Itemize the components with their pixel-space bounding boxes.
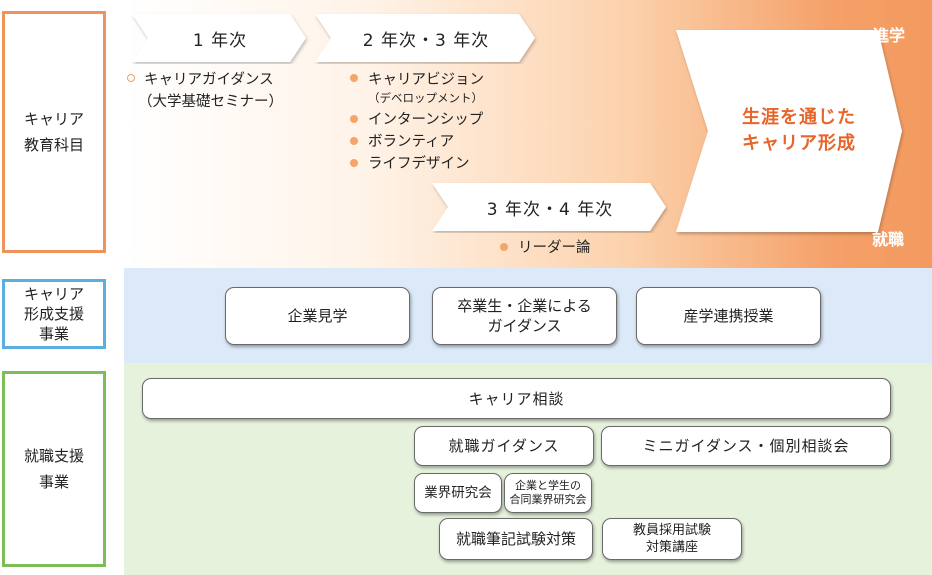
industry-academia-label: 産学連携授業 [683,307,774,325]
year23-label: 2 年次・3 年次 [362,30,490,51]
year23-item-0: キャリアビジョン [368,72,484,88]
industry-study-label: 業界研究会 [424,485,492,501]
year1-item-0: キャリアガイダンス [144,72,274,88]
chevron-year1: 1 年次 [130,12,310,64]
career-consult-label: キャリア相談 [468,389,565,408]
year1-item-1: （大学基礎セミナー） [138,94,283,110]
goal-chevron-shape [676,30,902,232]
year23-bullet-0 [350,74,358,82]
chevron-year23-shape [315,14,535,62]
year23-bullet-4 [350,159,358,167]
teacher-exam-label: 教員採用試験 対策講座 [632,523,711,555]
company-visit-box: 企業見学 [225,287,410,345]
year23-item-2: インターンシップ [368,112,484,128]
sidebar-career-support-label: キャリア 形成支援 事業 [23,285,84,343]
year23-bullet-3 [350,137,358,145]
job-guidance-label: 就職ガイダンス [448,437,560,455]
advance-label: 進学 [873,26,906,45]
company-visit-label: 企業見学 [287,307,348,325]
industry-study-box: 業界研究会 [414,473,502,513]
chevron-year1-shape [132,14,306,62]
alumni-guidance-box: 卒業生・企業による ガイダンス [432,287,617,345]
year23-bullet-2 [350,115,358,123]
goal-chevron: 生涯を通じた キャリア形成 [672,24,906,238]
year34-item-0: リーダー論 [518,240,591,256]
written-exam-label: 就職筆記試験対策 [455,530,576,548]
employment-label: 就職 [872,230,905,249]
sidebar-job-support: 就職支援 事業 [2,371,106,567]
year23-item-4: ライフデザイン [368,156,470,172]
joint-study-label: 企業と学生の 合同業界研究会 [509,479,587,506]
sidebar-career-education-label: キャリア 教育科目 [23,110,84,154]
year34-label: 3 年次・4 年次 [486,199,614,220]
chevron-year34: 3 年次・4 年次 [430,181,670,233]
year1-label: 1 年次 [192,30,248,51]
job-guidance-box: 就職ガイダンス [414,426,594,466]
sidebar-career-education: キャリア 教育科目 [2,11,106,253]
year23-item-1: （デベロップメント） [368,91,483,105]
mini-guidance-label: ミニガイダンス・個別相談会 [642,437,850,455]
chevron-year23: 2 年次・3 年次 [313,12,539,64]
alumni-guidance-label: 卒業生・企業による ガイダンス [457,297,592,335]
mini-guidance-box: ミニガイダンス・個別相談会 [601,426,891,466]
sidebar-career-support: キャリア 形成支援 事業 [2,279,106,349]
joint-study-box: 企業と学生の 合同業界研究会 [504,473,592,513]
chevron-year34-shape [432,183,666,231]
year34-bullet-0 [500,243,508,251]
sidebar-job-support-label: 就職支援 事業 [23,447,84,491]
written-exam-box: 就職筆記試験対策 [439,518,593,560]
teacher-exam-box: 教員採用試験 対策講座 [602,518,742,560]
industry-academia-box: 産学連携授業 [636,287,821,345]
year1-bullet [127,74,135,82]
goal-label: 生涯を通じた キャリア形成 [742,107,856,154]
career-consult-box: キャリア相談 [142,378,891,419]
year23-item-3: ボランティア [368,134,455,150]
